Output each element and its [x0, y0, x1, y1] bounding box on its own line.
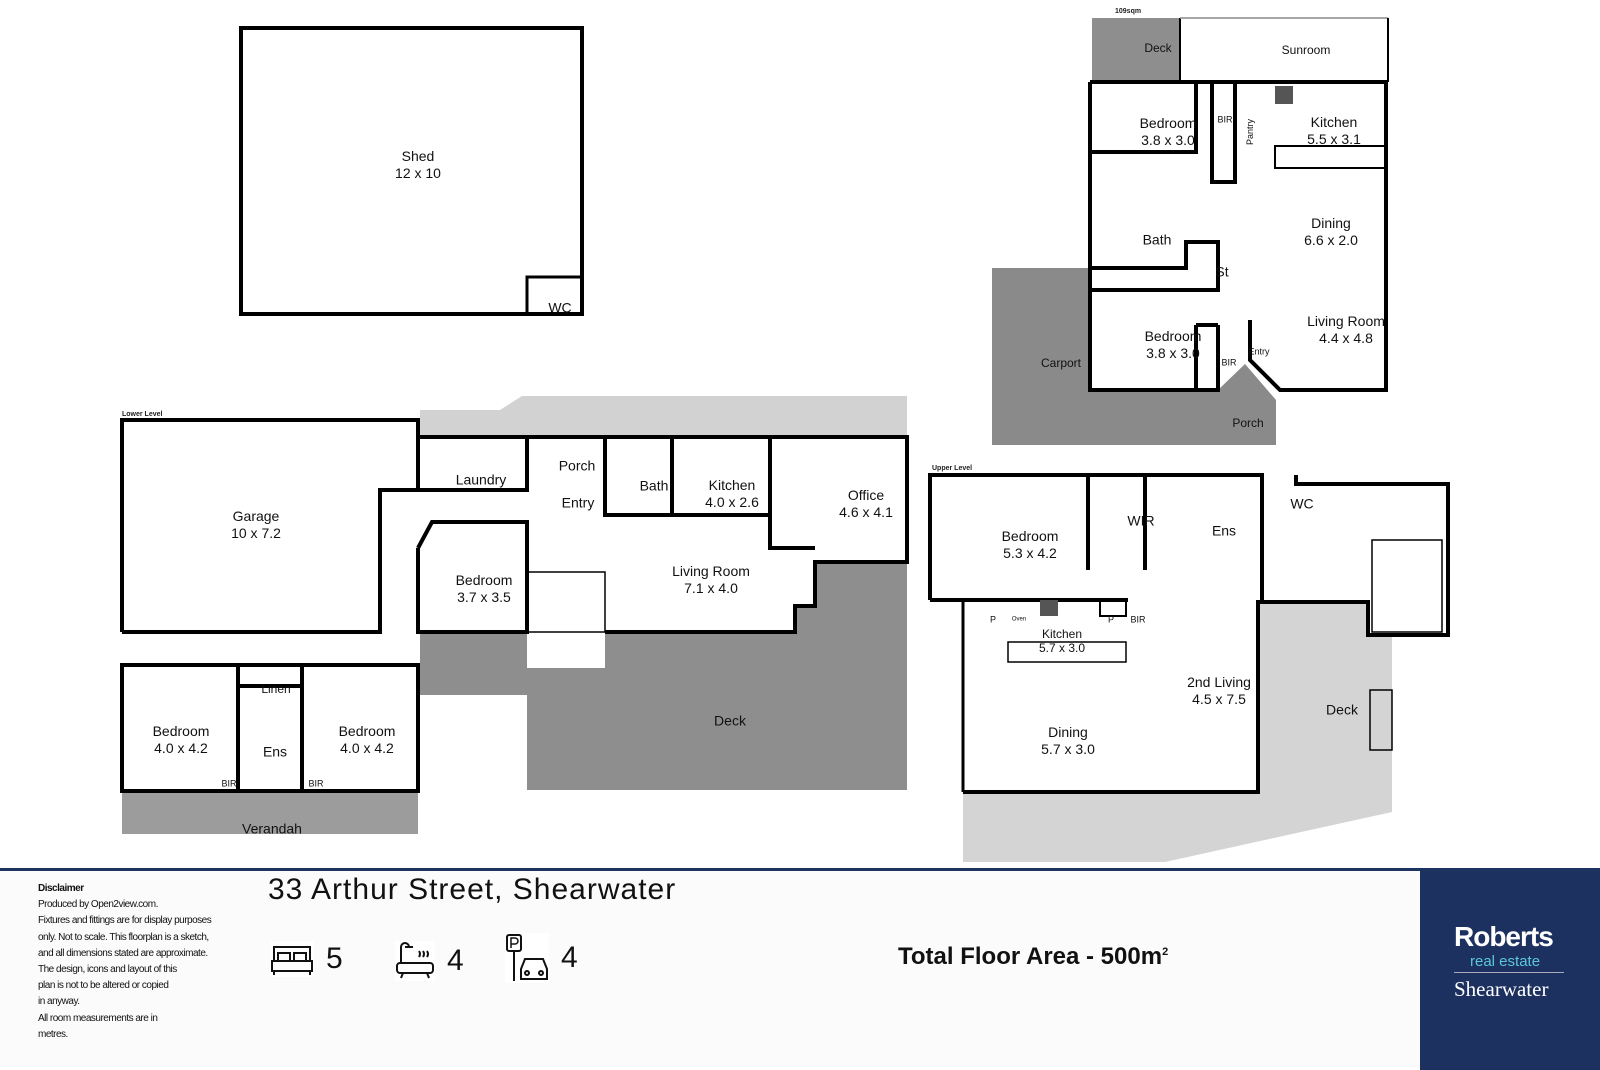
room-bir: BIR	[1130, 614, 1146, 625]
room-linen: Linen	[261, 682, 291, 696]
footer: Disclaimer Produced by Open2view.com. Fi…	[0, 868, 1600, 1070]
verandah-area	[122, 792, 418, 834]
room-bir: BIR	[1217, 114, 1233, 125]
room-deck: Deck	[714, 712, 746, 729]
top-deck-area	[1092, 18, 1180, 80]
pantry-p: P	[989, 614, 997, 625]
room-storage: St	[1215, 263, 1229, 280]
bedrooms-stat: 5	[270, 941, 343, 977]
shed-outline	[239, 26, 584, 316]
room-bir: BIR	[221, 778, 237, 789]
room-wc: WC	[1290, 495, 1314, 512]
property-address: 33 Arthur Street, Shearwater	[268, 873, 677, 906]
upper-level-label: Upper Level	[932, 465, 973, 472]
carport-area	[992, 268, 1276, 445]
parking-stat: 4	[505, 933, 578, 983]
porch-area	[420, 396, 907, 437]
shed-wc	[525, 275, 584, 316]
pantry-p: P	[1107, 614, 1115, 625]
upper-deck-area	[963, 602, 1392, 862]
bedrooms-count: 5	[326, 942, 343, 975]
room-entry: Entry	[561, 494, 595, 511]
room-deck: Deck	[1144, 41, 1172, 55]
area-label: 109sqm	[1115, 8, 1142, 15]
parking-count: 4	[561, 941, 578, 974]
oven: Oven	[1011, 616, 1027, 623]
room-porch: Porch	[1232, 416, 1264, 430]
room-entry: Entry	[1248, 346, 1270, 357]
room-verandah: Verandah	[242, 820, 302, 837]
room-bir: BIR	[1221, 357, 1237, 368]
room-carport: Carport	[1040, 356, 1082, 370]
room-ensuite: Ens	[262, 743, 288, 760]
bed-icon	[270, 941, 314, 977]
room-wir: WIR	[1127, 512, 1155, 529]
bathrooms-stat: 4	[395, 941, 464, 981]
bathrooms-count: 4	[447, 944, 464, 977]
floor-plan-drawing	[120, 17, 1450, 862]
room-laundry: Laundry	[455, 471, 507, 488]
room-bath: Bath	[1142, 231, 1172, 248]
deck-area	[420, 562, 907, 790]
lower-level-label: Lower Level	[122, 411, 163, 418]
room-ensuite: Ens	[1211, 522, 1237, 539]
room-bir: BIR	[308, 778, 324, 789]
room-pantry: Pantry	[1245, 118, 1255, 146]
parking-car-icon	[505, 933, 549, 983]
room-sunroom: Sunroom	[1281, 43, 1331, 57]
brand-logo: Roberts real estate Shearwater	[1420, 871, 1600, 1070]
room-porch: Porch	[558, 457, 596, 474]
total-floor-area: Total Floor Area - 500m2	[898, 943, 1169, 970]
bath-icon	[395, 941, 435, 981]
disclaimer: Disclaimer Produced by Open2view.com. Fi…	[38, 883, 212, 1040]
shed-wc-label: WC	[548, 299, 572, 316]
room-bath: Bath	[639, 477, 669, 494]
room-deck: Deck	[1326, 701, 1358, 718]
